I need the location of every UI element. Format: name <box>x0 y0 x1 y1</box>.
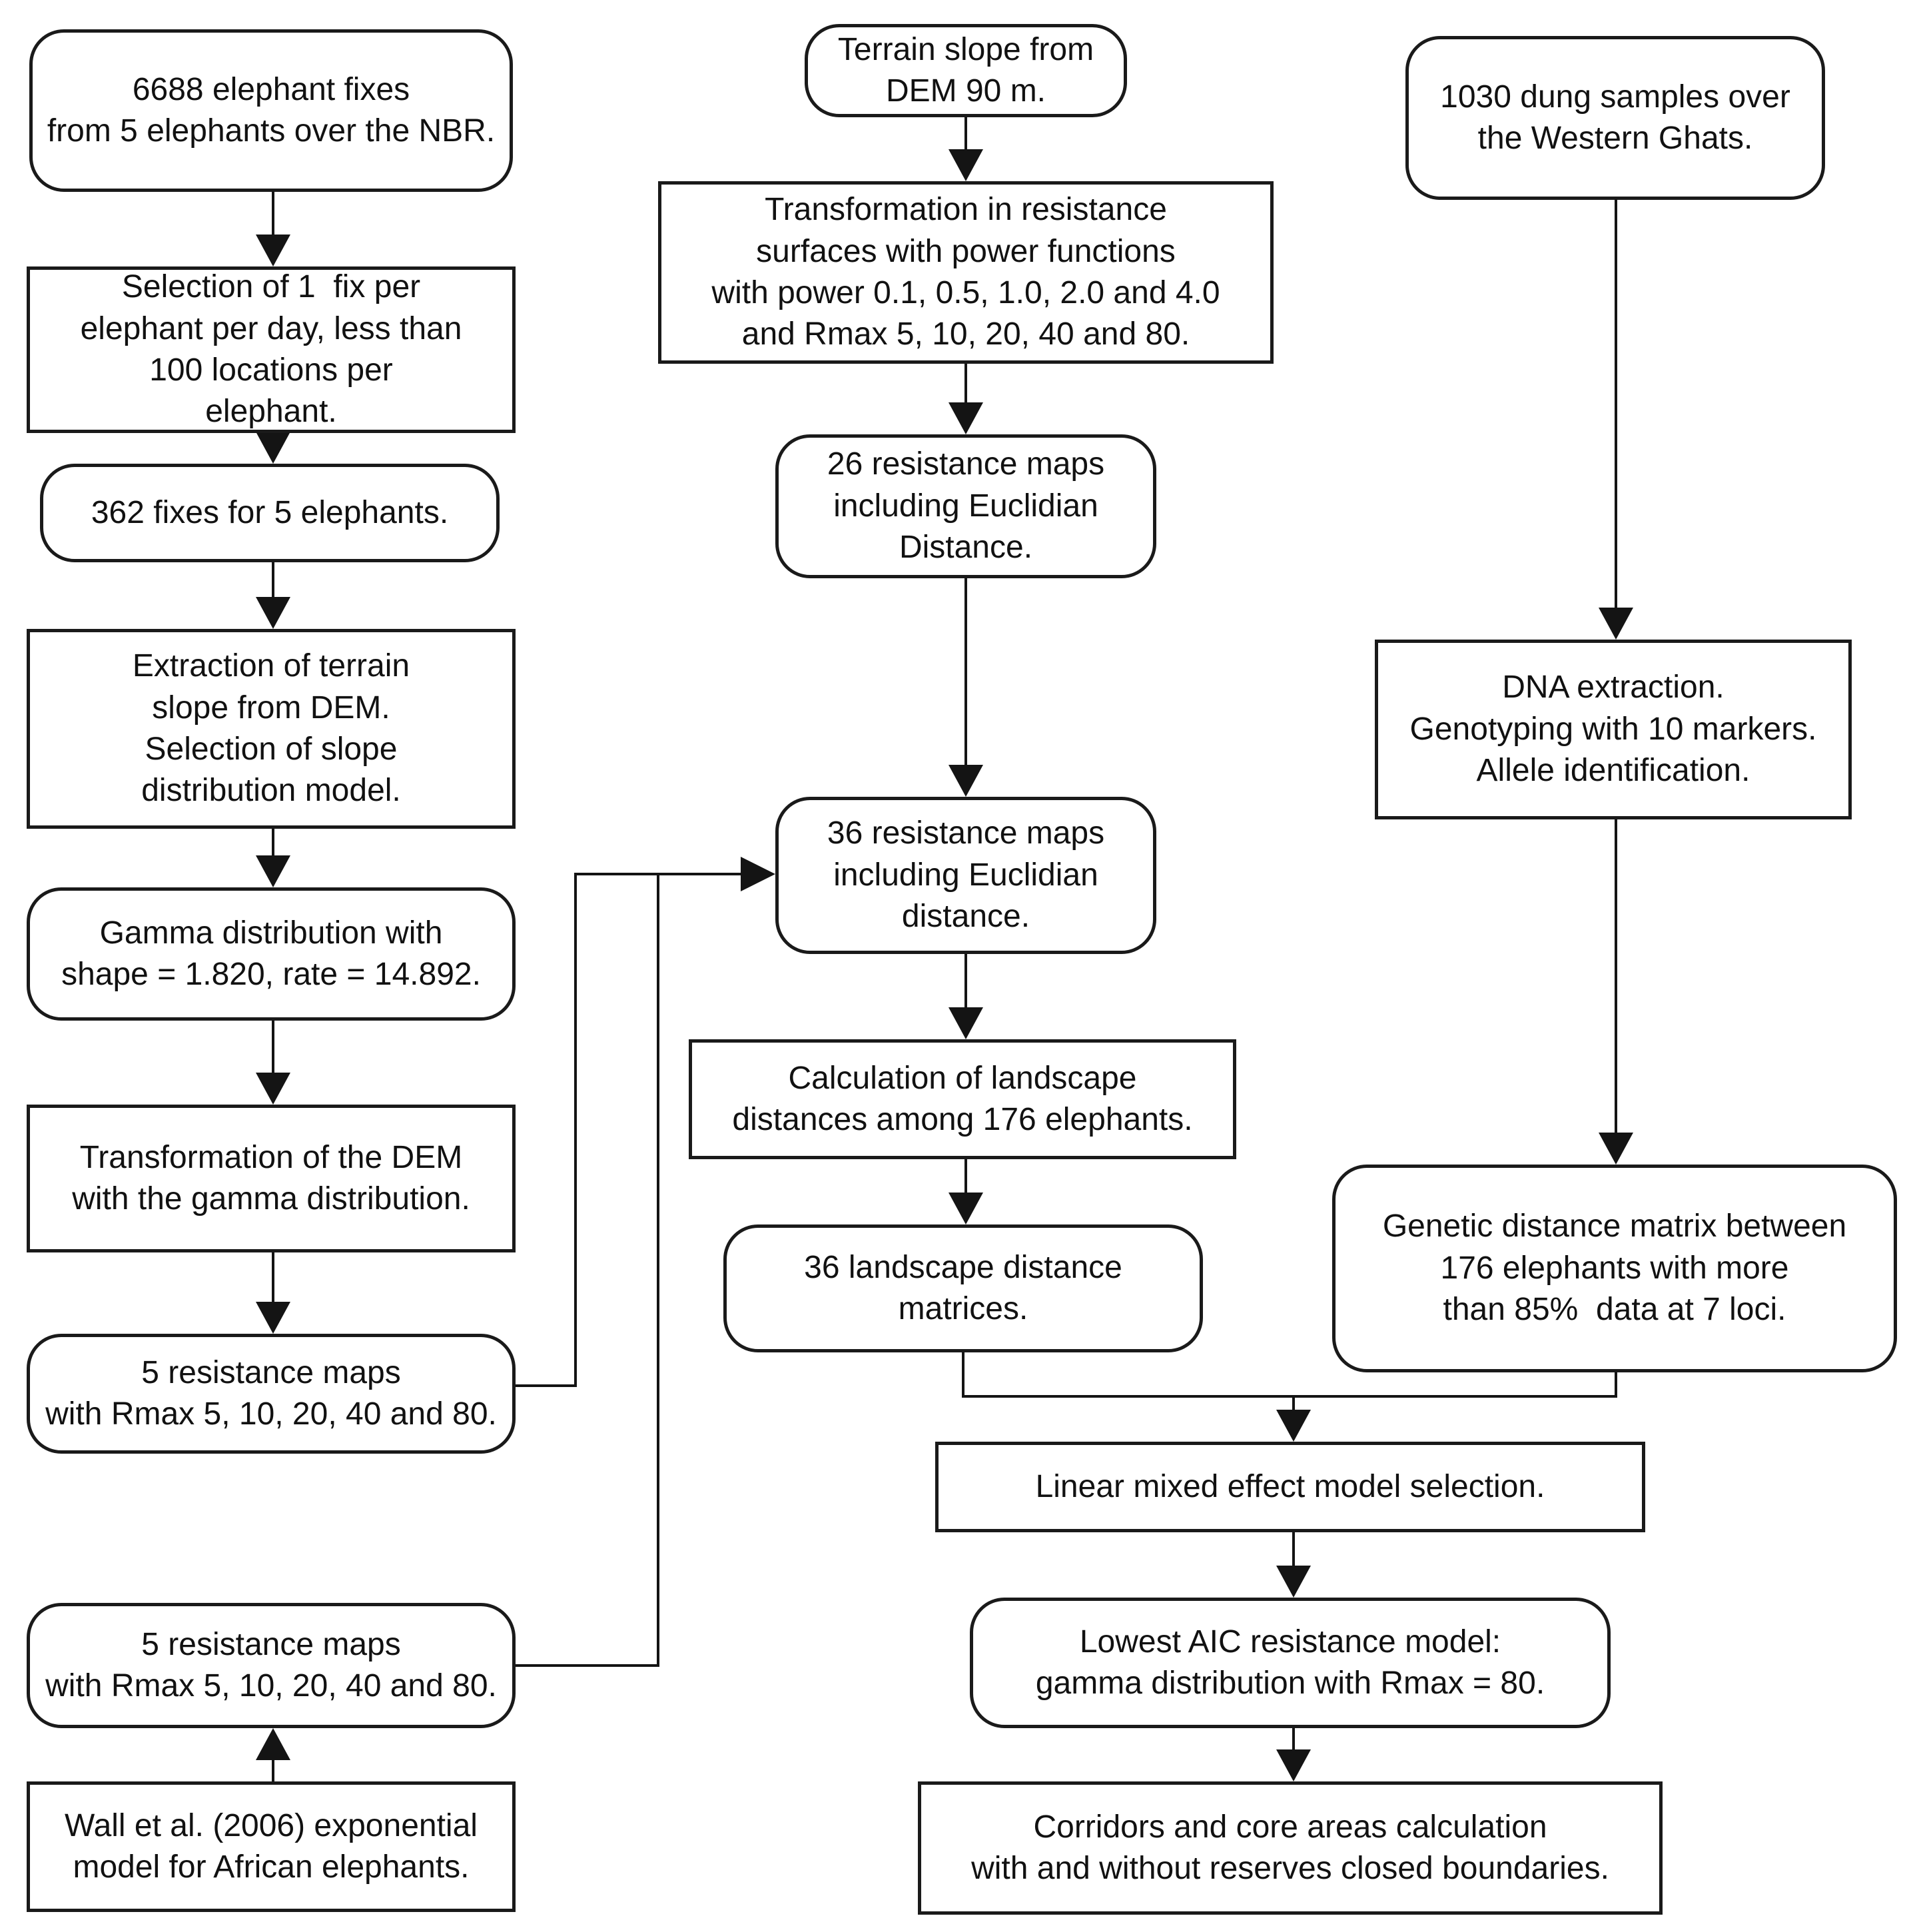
box-landscape-distance-calculation: Calculation of landscape distances among… <box>689 1039 1236 1159</box>
connector-5maps-wall-stub <box>516 1664 658 1667</box>
box-linear-mixed-model: Linear mixed effect model selection. <box>935 1442 1645 1532</box>
arrow-line-26maps-to-36maps <box>964 578 967 766</box>
arrow-line-dung-to-dna <box>1615 200 1617 609</box>
box-362-fixes: 362 fixes for 5 elephants. <box>40 464 500 562</box>
arrow-line-junction-to-linearmodel <box>1292 1396 1295 1411</box>
arrowhead-dna-to-geneticmatrix <box>1599 1133 1633 1165</box>
arrowhead-26maps-to-36maps <box>949 765 983 797</box>
arrow-line-calculation-to-matrices <box>964 1159 967 1194</box>
box-corridors-core-areas: Corridors and core areas calculation wit… <box>918 1781 1663 1915</box>
arrow-line-36maps-to-calculation <box>964 954 967 1009</box>
arrow-line-fixes-to-selection <box>272 192 274 236</box>
arrow-line-gamma-to-demtransform <box>272 1021 274 1074</box>
connector-5maps-gamma-stub <box>516 1384 577 1387</box>
arrowhead-selection-to-362fixes <box>256 432 290 464</box>
arrow-line-linearmodel-to-aic <box>1292 1532 1295 1567</box>
box-1030-dung-samples: 1030 dung samples over the Western Ghats… <box>1405 36 1825 200</box>
connector-5maps-wall-riser <box>657 873 659 1667</box>
box-wall-model: Wall et al. (2006) exponential model for… <box>27 1781 516 1912</box>
arrow-line-wall-to-5maps <box>272 1760 274 1781</box>
box-5-resistance-maps-wall: 5 resistance maps with Rmax 5, 10, 20, 4… <box>27 1603 516 1728</box>
arrowhead-aic-to-corridors <box>1276 1749 1311 1781</box>
arrowhead-terrainslope-to-powertransform <box>949 149 983 181</box>
arrow-line-demtransform-to-5maps <box>272 1252 274 1303</box>
box-lowest-aic-model: Lowest AIC resistance model: gamma distr… <box>970 1598 1611 1728</box>
arrow-line-362fixes-to-extraction <box>272 562 274 598</box>
box-5-resistance-maps-gamma: 5 resistance maps with Rmax 5, 10, 20, 4… <box>27 1334 516 1454</box>
arrowhead-36maps-to-calculation <box>949 1007 983 1039</box>
box-fix-selection: Selection of 1 fix per elephant per day,… <box>27 266 516 433</box>
box-genetic-distance-matrix: Genetic distance matrix between 176 elep… <box>1332 1165 1897 1372</box>
box-36-landscape-matrices: 36 landscape distance matrices. <box>723 1224 1203 1352</box>
arrowhead-wall-to-5maps <box>256 1728 290 1760</box>
box-gamma-distribution: Gamma distribution with shape = 1.820, r… <box>27 887 516 1021</box>
box-26-resistance-maps: 26 resistance maps including Euclidian D… <box>775 434 1156 578</box>
box-36-resistance-maps: 36 resistance maps including Euclidian d… <box>775 797 1156 954</box>
arrowhead-into-36maps <box>741 857 775 891</box>
arrow-line-dna-to-geneticmatrix <box>1615 819 1617 1134</box>
box-power-transformation: Transformation in resistance surfaces wi… <box>658 181 1274 364</box>
arrowhead-dung-to-dna <box>1599 608 1633 640</box>
arrow-line-extraction-to-gamma <box>272 829 274 857</box>
arrow-line-terrainslope-to-powertransform <box>964 117 967 151</box>
arrowhead-gamma-to-demtransform <box>256 1073 290 1105</box>
connector-5maps-gamma-riser <box>574 873 577 1387</box>
arrowhead-demtransform-to-5maps <box>256 1302 290 1334</box>
connector-geneticmatrix-drop <box>1615 1372 1617 1396</box>
arrow-line-aic-to-corridors <box>1292 1728 1295 1751</box>
box-slope-extraction: Extraction of terrain slope from DEM. Se… <box>27 629 516 829</box>
arrow-line-powertransform-to-26maps <box>964 364 967 404</box>
arrowhead-362fixes-to-extraction <box>256 597 290 629</box>
box-terrain-slope-dem90: Terrain slope from DEM 90 m. <box>805 24 1127 117</box>
arrowhead-junction-to-linearmodel <box>1276 1410 1311 1442</box>
arrowhead-calculation-to-matrices <box>949 1193 983 1224</box>
connector-matrices-drop <box>962 1352 964 1396</box>
arrowhead-extraction-to-gamma <box>256 855 290 887</box>
arrowhead-fixes-to-selection <box>256 235 290 266</box>
box-dna-extraction: DNA extraction. Genotyping with 10 marke… <box>1375 640 1852 819</box>
arrowhead-linearmodel-to-aic <box>1276 1566 1311 1598</box>
arrowhead-powertransform-to-26maps <box>949 402 983 434</box>
connector-junction-horizontal <box>962 1395 1617 1398</box>
box-dem-gamma-transformation: Transformation of the DEM with the gamma… <box>27 1105 516 1252</box>
box-6688-elephant-fixes: 6688 elephant fixes from 5 elephants ove… <box>29 29 513 192</box>
